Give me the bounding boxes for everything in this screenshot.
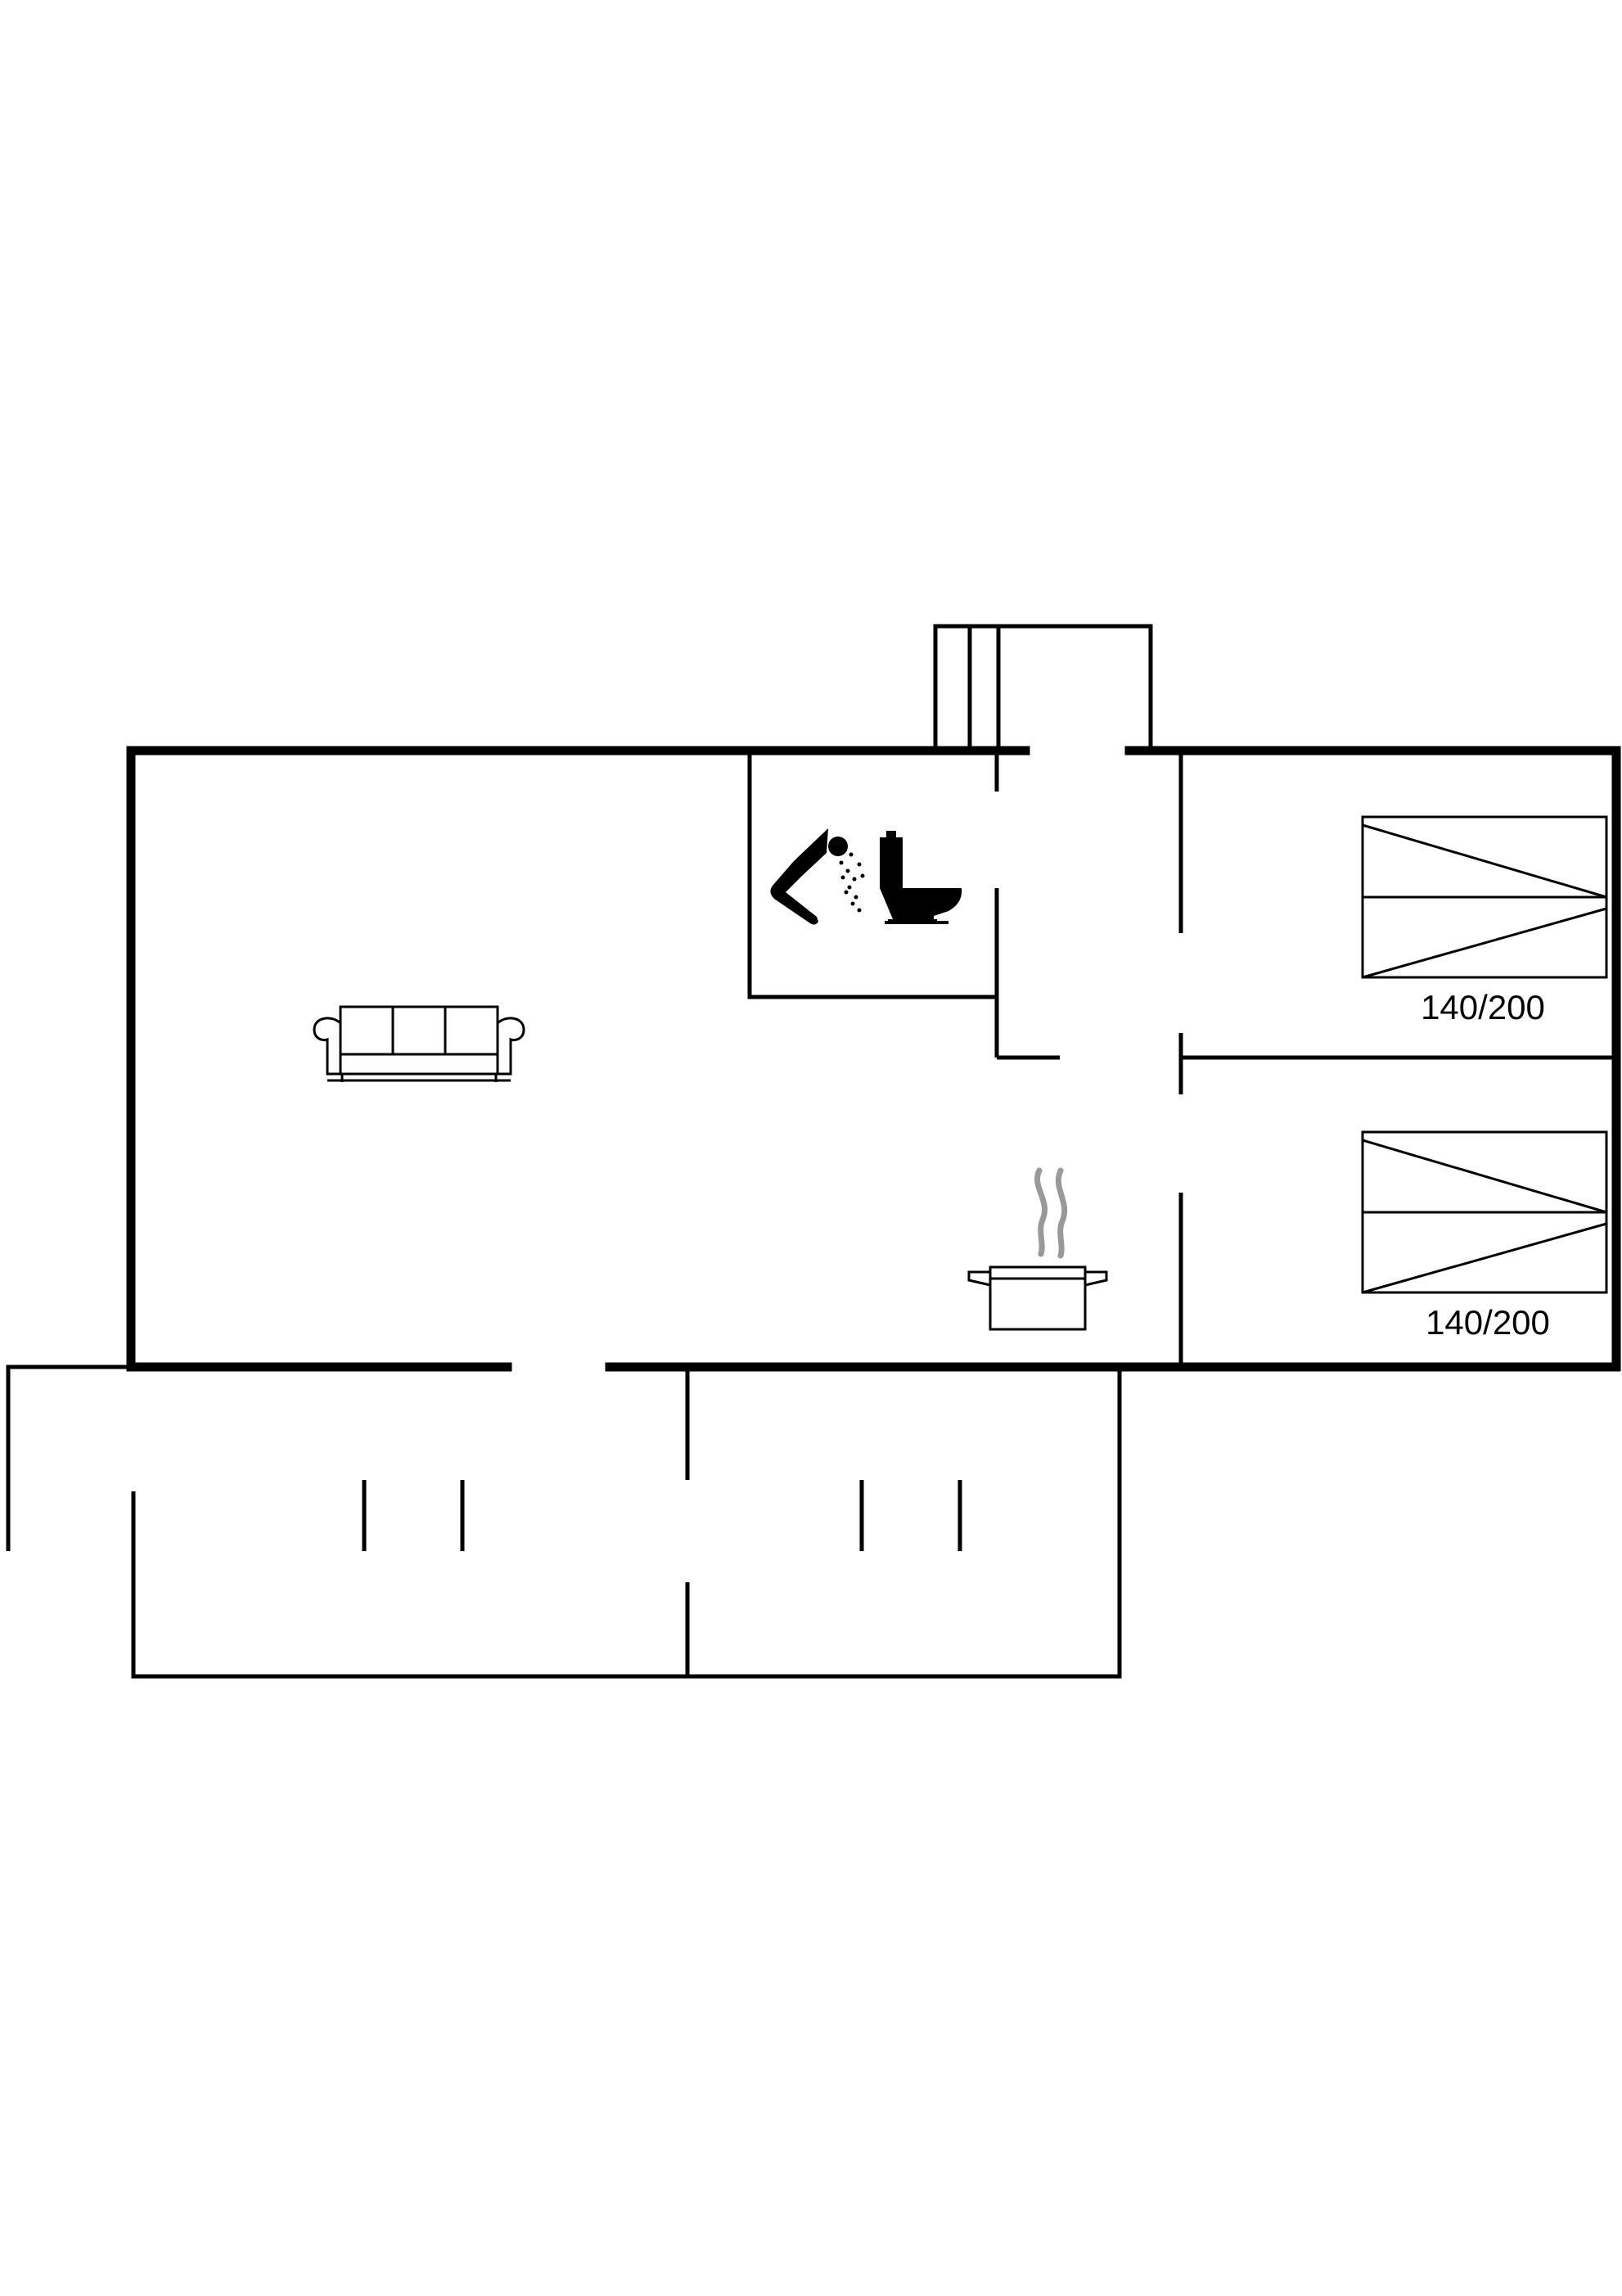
cooking-pot-icon (967, 1167, 1108, 1331)
interior-walls (747, 751, 1616, 1367)
bed-icon (1361, 1130, 1608, 1294)
entrance-steps (933, 624, 1153, 749)
terrace-outline (6, 1365, 1122, 1679)
toilet-icon (880, 831, 962, 924)
bed-size-label-top: 140/200 (1421, 988, 1545, 1026)
bed-size-label-bottom: 140/200 (1426, 1303, 1550, 1342)
sofa-icon (313, 1005, 525, 1082)
shower-icon (770, 828, 865, 925)
bed-icon (1361, 815, 1608, 979)
